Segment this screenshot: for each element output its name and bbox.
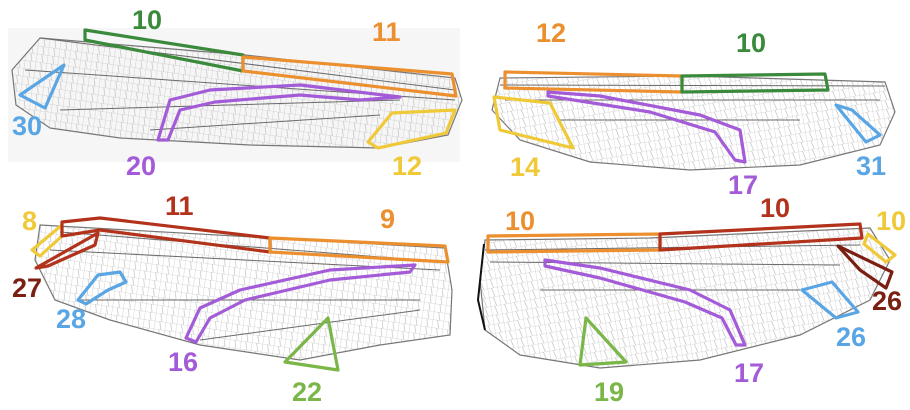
wing-bottom-left-label-tip-small: 8 — [22, 206, 37, 236]
wing-bottom-left-label-radial-band: 16 — [168, 347, 198, 377]
wing-bottom-left-tip-cell-outline — [76, 270, 128, 306]
wing-top-left-apical-cell-outline — [366, 108, 457, 150]
wing-bottom-left-tip-band-outline — [34, 231, 100, 270]
wing-bottom-right-label-tip-cell: 26 — [836, 322, 866, 352]
wing-top-left-label-base-cell: 30 — [12, 111, 42, 141]
wing-top-right-tip-cell-outline — [834, 103, 882, 144]
wing-bottom-right-radial-band-outline — [543, 258, 747, 347]
wing-top-right-base-cell-outline — [492, 95, 575, 150]
wing-bottom-right-veins — [484, 244, 861, 291]
wing-top-right-label-radial-band: 17 — [728, 170, 758, 200]
wing-top-right-label-base-cell: 14 — [510, 152, 540, 182]
wing-top-left-costa-outer-outline — [241, 55, 458, 98]
wing-bottom-left-veins — [49, 231, 446, 341]
wing-bottom-left-label-costa-red: 11 — [165, 191, 194, 221]
wing-top-left-base-cell-outline — [18, 63, 66, 110]
wing-bottom-left-radial-band-outline — [184, 263, 417, 344]
wing-bottom-left-label-tip-band: 27 — [12, 273, 42, 303]
wing-top-left: 10 11 30 20 12 — [8, 5, 463, 181]
wing-bottom-left-label-trailing-cell: 22 — [292, 377, 322, 407]
wing-top-right-label-costa-inner: 12 — [536, 18, 566, 48]
wing-bottom-left-membrane — [34, 224, 453, 361]
wing-top-right-label-costa-outer: 10 — [736, 28, 766, 58]
wing-bottom-right-tip-small-outline — [862, 232, 897, 264]
wing-top-left-label-costa-inner: 10 — [132, 5, 162, 35]
wing-bottom-right: 10 10 10 26 26 17 19 — [476, 193, 906, 407]
wing-top-right: 12 10 14 17 31 — [491, 18, 896, 200]
wing-bottom-right-label-costa-orange: 10 — [505, 206, 535, 236]
wing-bottom-right-label-trailing-cell: 19 — [594, 377, 624, 407]
wing-bottom-right-costa-red-outline — [658, 222, 864, 252]
wing-bottom-right-label-radial-band: 17 — [734, 358, 764, 388]
wing-bottom-right-label-tip-band: 26 — [872, 286, 902, 316]
wing-top-left-radial-band-outline — [156, 83, 402, 142]
wing-top-left-membrane — [11, 37, 463, 149]
wing-top-right-radial-band-outline — [546, 90, 747, 164]
wing-bottom-right-tip-cell-outline — [800, 280, 860, 320]
wing-bottom-right-tip-band-outline — [836, 244, 894, 290]
wing-bottom-left-label-tip-cell: 28 — [56, 304, 86, 334]
wing-bottom-right-trailing-cell-outline — [578, 316, 628, 367]
wing-bottom-left-trailing-cell-outline — [283, 316, 340, 372]
wing-top-left-label-apical-cell: 12 — [392, 151, 422, 181]
wing-top-left-veins — [24, 37, 456, 131]
wing-bottom-left-costa-orange-outline — [268, 236, 450, 264]
wing-top-right-label-tip-cell: 31 — [856, 151, 886, 181]
wing-top-left-label-costa-outer: 11 — [372, 17, 401, 47]
wing-top-right-costa-outer-outline — [680, 72, 830, 94]
wing-bottom-right-label-costa-red: 10 — [760, 193, 790, 223]
wing-bottom-left: 8 11 9 27 28 16 22 — [12, 191, 453, 407]
wing-top-left-label-radial-band: 20 — [126, 151, 156, 181]
wing-bottom-right-base-edge — [476, 243, 486, 331]
wing-bottom-right-label-tip-small: 10 — [876, 206, 906, 236]
wing-bottom-left-label-costa-orange: 9 — [380, 204, 395, 234]
